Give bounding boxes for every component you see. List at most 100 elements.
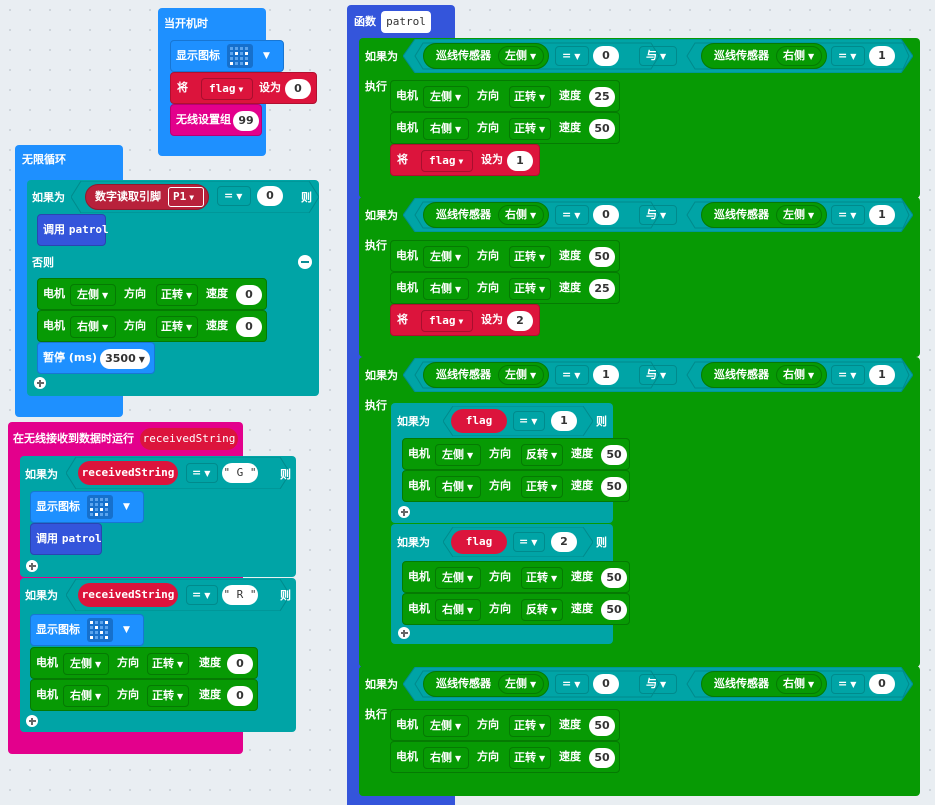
show-icon-block[interactable]: 显示图标 ▼ xyxy=(30,614,144,646)
and-dropdown[interactable]: 与▼ xyxy=(639,205,677,225)
value-input[interactable]: 0 xyxy=(593,46,619,66)
motor-direction-dropdown[interactable]: 正转▼ xyxy=(509,278,551,300)
flag-var-dropdown[interactable]: flag▼ xyxy=(421,150,473,172)
motor-block[interactable]: 电机 左侧▼ 方向 正转▼ 速度 50 xyxy=(402,561,630,593)
flag-var[interactable]: flag xyxy=(451,409,507,433)
motor-side-dropdown[interactable]: 左侧▼ xyxy=(423,86,469,108)
motor-direction-dropdown[interactable]: 正转▼ xyxy=(156,284,198,306)
operator-dropdown[interactable]: =▼ xyxy=(831,365,865,385)
string-input[interactable]: " R " xyxy=(222,585,258,605)
value-input[interactable]: 1 xyxy=(869,205,895,225)
operator-dropdown[interactable]: =▼ xyxy=(555,674,589,694)
value-input[interactable]: 0 xyxy=(869,674,895,694)
value-input[interactable]: 1 xyxy=(593,365,619,385)
motor-block[interactable]: 电机 左侧▼ 方向 正转▼ 速度 50 xyxy=(390,240,620,272)
sensor-side-dropdown[interactable]: 右侧▼ xyxy=(776,365,822,385)
motor-direction-dropdown[interactable]: 正转▼ xyxy=(509,747,551,769)
operator-dropdown[interactable]: =▼ xyxy=(831,674,865,694)
operator-dropdown[interactable]: =▼ xyxy=(555,46,589,66)
line-sensor-block[interactable]: 巡线传感器 左侧▼ xyxy=(423,671,549,697)
motor-direction-dropdown[interactable]: 正转▼ xyxy=(521,567,563,589)
motor-block[interactable]: 电机 右侧▼ 方向 正转▼ 速度 25 xyxy=(390,272,620,304)
motor-side-dropdown[interactable]: 右侧▼ xyxy=(435,476,481,498)
sensor-side-dropdown[interactable]: 右侧▼ xyxy=(776,46,822,66)
motor-side-dropdown[interactable]: 右侧▼ xyxy=(423,747,469,769)
show-icon-block[interactable]: 显示图标 ▼ xyxy=(30,491,144,523)
value-input[interactable]: 0 xyxy=(593,205,619,225)
speed-input[interactable]: 0 xyxy=(227,686,253,706)
value-input[interactable]: 1 xyxy=(869,365,895,385)
speed-input[interactable]: 25 xyxy=(589,87,615,107)
speed-input[interactable]: 0 xyxy=(227,654,253,674)
add-else-icon[interactable] xyxy=(398,506,410,518)
operator-dropdown[interactable]: =▼ xyxy=(513,532,545,552)
sensor-side-dropdown[interactable]: 右侧▼ xyxy=(776,674,822,694)
string-input[interactable]: " G " xyxy=(222,463,258,483)
speed-input[interactable]: 50 xyxy=(601,568,627,588)
motor-block[interactable]: 电机 右侧▼ 方向 反转▼ 速度 50 xyxy=(402,593,630,625)
received-string-var[interactable]: receivedString xyxy=(78,461,178,485)
operator-dropdown[interactable]: =▼ xyxy=(186,463,218,483)
value-input[interactable]: 0 xyxy=(593,674,619,694)
function-name-input[interactable]: patrol xyxy=(381,11,431,33)
flag-var-dropdown[interactable]: flag▼ xyxy=(201,78,253,100)
line-sensor-block[interactable]: 巡线传感器 左侧▼ xyxy=(701,202,827,228)
motor-side-dropdown[interactable]: 左侧▼ xyxy=(435,444,481,466)
operator-dropdown[interactable]: =▼ xyxy=(186,585,218,605)
and-dropdown[interactable]: 与▼ xyxy=(639,674,677,694)
pause-dropdown[interactable]: 3500▼ xyxy=(100,349,150,369)
line-sensor-block[interactable]: 巡线传感器 左侧▼ xyxy=(423,43,549,69)
add-else-icon[interactable] xyxy=(26,560,38,572)
speed-input[interactable]: 50 xyxy=(601,445,627,465)
set-flag-block[interactable]: 将 flag▼ 设为 1 xyxy=(390,144,540,176)
sensor-side-dropdown[interactable]: 右侧▼ xyxy=(498,205,544,225)
call-patrol-block[interactable]: 调用 patrol xyxy=(30,523,102,555)
cross-icon[interactable] xyxy=(87,618,113,642)
and-dropdown[interactable]: 与▼ xyxy=(639,365,677,385)
add-else-if-icon[interactable] xyxy=(34,377,46,389)
speed-input[interactable]: 50 xyxy=(601,600,627,620)
motor-block[interactable]: 电机 左侧▼ 方向 正转▼ 速度 25 xyxy=(390,80,620,112)
motor-side-dropdown[interactable]: 左侧▼ xyxy=(70,284,116,306)
smiley-icon[interactable] xyxy=(227,44,253,68)
group-input[interactable]: 99 xyxy=(233,111,259,131)
motor-side-dropdown[interactable]: 右侧▼ xyxy=(423,278,469,300)
sensor-side-dropdown[interactable]: 左侧▼ xyxy=(498,674,544,694)
motor-block[interactable]: 电机 左侧▼ 方向 正转▼ 速度 0 xyxy=(30,647,258,679)
pin-dropdown[interactable]: P1▼ xyxy=(168,187,204,207)
operator-dropdown[interactable]: =▼ xyxy=(555,205,589,225)
motor-direction-dropdown[interactable]: 正转▼ xyxy=(509,86,551,108)
check-icon[interactable] xyxy=(87,495,113,519)
motor-block[interactable]: 电机 右侧▼ 方向 正转▼ 速度 0 xyxy=(37,310,267,342)
if-block[interactable]: 如果为 巡线传感器 左侧▼ =▼ 0 与▼ 巡线传感器 右侧▼ =▼ 1 执行 xyxy=(359,38,920,198)
pause-block[interactable]: 暂停 (ms) 3500▼ xyxy=(37,342,155,374)
speed-input[interactable]: 50 xyxy=(589,119,615,139)
speed-input[interactable]: 25 xyxy=(589,279,615,299)
set-flag-block[interactable]: 将 flag▼ 设为 0 xyxy=(170,72,317,104)
motor-block[interactable]: 电机 左侧▼ 方向 正转▼ 速度 0 xyxy=(37,278,267,310)
line-sensor-block[interactable]: 巡线传感器 右侧▼ xyxy=(701,671,827,697)
value-input[interactable]: 1 xyxy=(551,411,577,431)
speed-input[interactable]: 50 xyxy=(589,716,615,736)
motor-direction-dropdown[interactable]: 正转▼ xyxy=(156,316,198,338)
operator-dropdown[interactable]: =▼ xyxy=(513,411,545,431)
chevron-down-icon[interactable]: ▼ xyxy=(123,625,130,635)
operator-dropdown[interactable]: =▼ xyxy=(555,365,589,385)
radio-set-group-block[interactable]: 无线设置组 99 xyxy=(170,104,262,136)
sensor-side-dropdown[interactable]: 左侧▼ xyxy=(776,205,822,225)
motor-side-dropdown[interactable]: 左侧▼ xyxy=(423,246,469,268)
motor-side-dropdown[interactable]: 右侧▼ xyxy=(63,685,109,707)
motor-side-dropdown[interactable]: 左侧▼ xyxy=(435,567,481,589)
motor-direction-dropdown[interactable]: 正转▼ xyxy=(147,685,189,707)
speed-input[interactable]: 0 xyxy=(236,285,262,305)
speed-input[interactable]: 50 xyxy=(601,477,627,497)
value-input[interactable]: 2 xyxy=(507,311,533,331)
value-input[interactable]: 1 xyxy=(507,151,533,171)
and-dropdown[interactable]: 与▼ xyxy=(639,46,677,66)
motor-side-dropdown[interactable]: 左侧▼ xyxy=(423,715,469,737)
speed-input[interactable]: 50 xyxy=(589,247,615,267)
motor-side-dropdown[interactable]: 右侧▼ xyxy=(435,599,481,621)
speed-input[interactable]: 50 xyxy=(589,748,615,768)
motor-block[interactable]: 电机 右侧▼ 方向 正转▼ 速度 0 xyxy=(30,679,258,711)
chevron-down-icon[interactable]: ▼ xyxy=(123,502,130,512)
